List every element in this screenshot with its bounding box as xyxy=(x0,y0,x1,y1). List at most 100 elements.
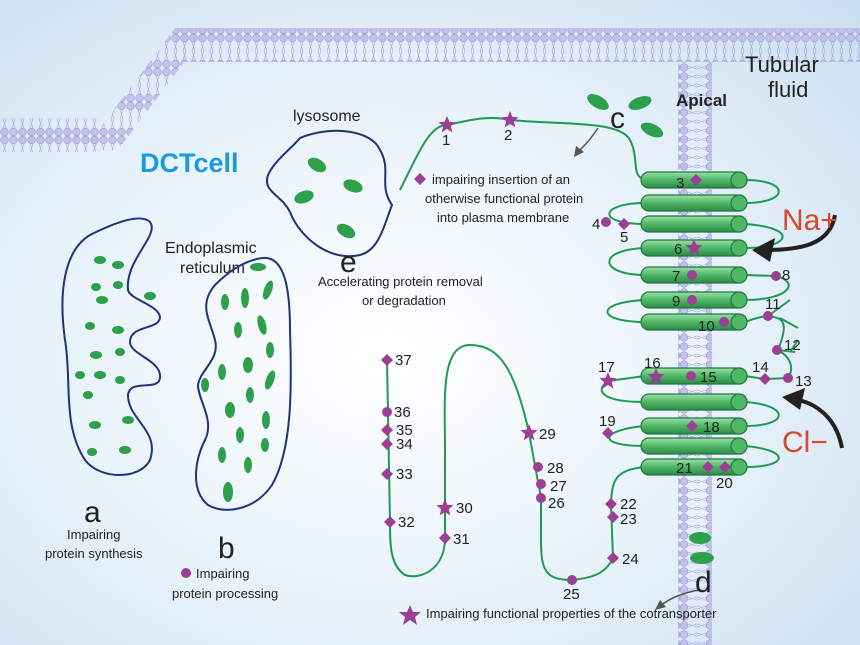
mutation-16: 16 xyxy=(644,355,665,385)
diamond-marker-icon xyxy=(602,427,614,439)
mutation-19: 19 xyxy=(599,413,616,439)
mutation-number: 28 xyxy=(547,460,564,477)
star-marker-icon xyxy=(520,424,538,441)
circle-marker-icon xyxy=(533,462,543,472)
tubular-fluid-label: Tubular xyxy=(745,52,819,77)
tubular-fluid-label-2: fluid xyxy=(768,77,808,102)
mutation-number: 1 xyxy=(442,132,450,149)
mechanism-d-caption: Impairing functional properties of the c… xyxy=(426,606,717,621)
mutation-18: 18 xyxy=(686,419,720,436)
circle-marker-icon xyxy=(783,373,793,383)
mutation-number: 2 xyxy=(504,127,512,144)
star-marker-icon xyxy=(501,111,519,128)
apical-label: Apical xyxy=(676,91,727,110)
mutation-number: 10 xyxy=(698,318,715,335)
mutation-37: 37 xyxy=(381,352,412,369)
mutation-number: 17 xyxy=(598,359,615,376)
mutation-32: 32 xyxy=(384,514,415,531)
mutation-number: 35 xyxy=(396,422,413,439)
mutation-number: 7 xyxy=(672,268,680,285)
mutation-14: 14 xyxy=(752,359,771,385)
mechanism-e-letter: e xyxy=(340,246,357,279)
mutation-number: 15 xyxy=(700,369,717,386)
diamond-marker-icon xyxy=(439,532,451,544)
vesicles xyxy=(587,94,714,564)
mutation-number: 9 xyxy=(672,293,680,310)
mutation-number: 8 xyxy=(782,267,790,284)
d-arrowhead xyxy=(655,600,666,610)
er-label: Endoplasmic xyxy=(165,240,257,257)
mutation-number: 14 xyxy=(752,359,769,376)
mutation-23: 23 xyxy=(607,511,637,528)
star-marker-icon xyxy=(685,239,703,256)
mutation-31: 31 xyxy=(439,531,470,548)
diamond-marker-icon xyxy=(702,461,714,473)
diamond-marker-icon xyxy=(607,552,619,564)
circle-legend-icon xyxy=(181,568,191,578)
diamond-marker-icon xyxy=(690,174,702,186)
c-arrow xyxy=(577,127,599,153)
mechanism-a-caption-2: protein synthesis xyxy=(45,546,143,561)
mutation-10: 10 xyxy=(698,317,729,335)
mechanism-e-caption-2: or degradation xyxy=(362,293,446,308)
diamond-marker-icon xyxy=(605,498,617,510)
helix xyxy=(640,194,748,212)
mutation-1: 1 xyxy=(438,116,456,149)
circle-marker-icon xyxy=(763,311,773,321)
mutation-15: 15 xyxy=(686,369,717,386)
mutation-28: 28 xyxy=(533,460,564,477)
mechanism-c-caption-2: otherwise functional protein xyxy=(425,191,583,206)
mutation-number: 22 xyxy=(620,496,637,513)
mechanism-c-caption-1: impairing insertion of an xyxy=(432,172,570,187)
lysosome-label: lysosome xyxy=(293,108,361,125)
star-legend-icon xyxy=(399,605,421,625)
star-marker-icon xyxy=(438,116,456,133)
mechanism-b-letter: b xyxy=(218,532,235,565)
mutation-number: 3 xyxy=(676,175,684,192)
mutation-11: 11 xyxy=(763,296,781,321)
star-marker-icon xyxy=(436,499,454,516)
mechanism-a-caption-1: Impairing xyxy=(67,527,120,542)
mutation-22: 22 xyxy=(605,496,637,513)
mutation-35: 35 xyxy=(381,422,413,439)
mutation-12: 12 xyxy=(772,337,801,355)
star-marker-icon xyxy=(647,368,665,385)
circle-marker-icon xyxy=(771,271,781,281)
circle-marker-icon xyxy=(719,317,729,327)
diamond-marker-icon xyxy=(381,438,393,450)
mutation-9: 9 xyxy=(672,293,697,310)
mutation-25: 25 xyxy=(563,575,580,603)
diamond-marker-icon xyxy=(686,420,698,432)
c-arrowhead xyxy=(574,146,584,157)
mutation-2: 2 xyxy=(501,111,519,144)
mutation-21: 21 xyxy=(676,460,714,477)
mutation-number: 25 xyxy=(563,586,580,603)
mechanism-c-letter: c xyxy=(610,102,625,135)
mutation-13: 13 xyxy=(783,373,812,390)
mutation-number: 23 xyxy=(620,511,637,528)
mechanism-e-caption-1: Accelerating protein removal xyxy=(318,274,483,289)
mutation-number: 21 xyxy=(676,460,693,477)
mutation-number: 37 xyxy=(395,352,412,369)
diamond-marker-icon xyxy=(719,461,731,473)
mechanism-a-letter: a xyxy=(84,496,101,529)
circle-marker-icon xyxy=(687,270,697,280)
diamond-marker-icon xyxy=(618,218,630,230)
mutation-24: 24 xyxy=(607,551,639,568)
circle-marker-icon xyxy=(687,295,697,305)
mutation-8: 8 xyxy=(771,267,790,284)
helix xyxy=(640,458,748,476)
helix xyxy=(640,215,748,233)
mutation-number: 5 xyxy=(620,229,628,246)
mutation-6: 6 xyxy=(674,239,703,258)
mutation-number: 30 xyxy=(456,500,473,517)
mutation-17: 17 xyxy=(598,359,617,389)
lysosome xyxy=(265,129,394,258)
mutation-27: 27 xyxy=(536,478,567,495)
circle-marker-icon xyxy=(772,345,782,355)
mutation-number: 36 xyxy=(394,404,411,421)
endoplasmic-reticulum-a xyxy=(61,217,162,476)
mutation-number: 29 xyxy=(539,426,556,443)
